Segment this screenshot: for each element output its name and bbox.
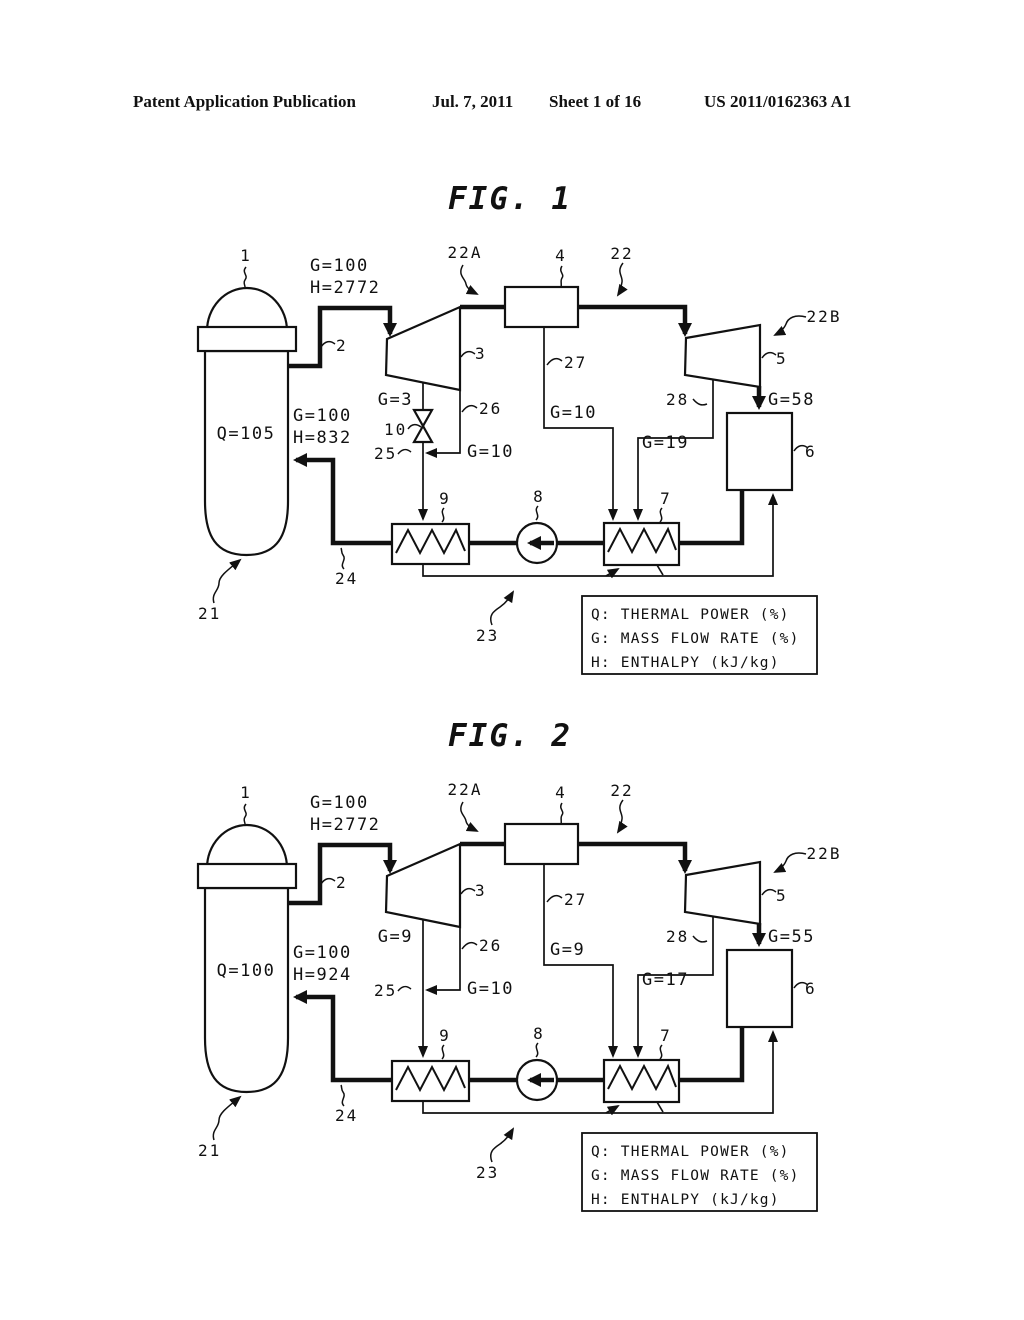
- control-valve-icon-lower: [412, 423, 434, 444]
- ref-5: 5: [776, 886, 788, 905]
- figure-1-diagram: 10 FIG. 1 1 G=100 H=2772 22A 4 22 2 3 22…: [130, 181, 842, 685]
- ref-3: 3: [475, 881, 487, 900]
- feed-enthalpy-label: H=924: [293, 965, 352, 985]
- ref-2: 2: [336, 873, 348, 892]
- ref-1: 1: [240, 783, 252, 802]
- ref-22a: 22A: [448, 780, 483, 799]
- ref-2: 2: [336, 336, 348, 355]
- steam-flow-label: G=100: [310, 793, 369, 813]
- ref-8: 8: [533, 487, 545, 506]
- ref-5: 5: [776, 349, 788, 368]
- ref-22b: 22B: [807, 307, 842, 326]
- ref-4: 4: [555, 783, 567, 802]
- condenser-flow-label: G=55: [768, 927, 815, 947]
- ref-7: 7: [660, 1026, 672, 1045]
- legend-thermal-power: Q: THERMAL POWER (%): [591, 607, 790, 623]
- lp-drain-flow-label: G=19: [642, 433, 689, 453]
- ref-10: 10: [384, 420, 407, 439]
- ref-21: 21: [198, 604, 221, 623]
- ref-28: 28: [666, 390, 689, 409]
- ref-22: 22: [610, 781, 633, 800]
- ref-25: 25: [374, 981, 397, 1000]
- ref-27: 27: [564, 353, 587, 372]
- leader-10: [407, 423, 422, 430]
- ref-26: 26: [479, 936, 502, 955]
- ref-22a: 22A: [448, 243, 483, 262]
- ref-22b: 22B: [807, 844, 842, 863]
- ref-24: 24: [335, 1106, 358, 1125]
- ref-4: 4: [555, 246, 567, 265]
- ref-9: 9: [439, 489, 451, 508]
- figure-2-diagram: FIG. 2 1 G=100 H=2772 22A 4 22 2 3 22B 5…: [130, 718, 842, 1222]
- turbine-drain-flow-label: G=9: [378, 927, 413, 947]
- ref-6: 6: [805, 979, 817, 998]
- figure-title: FIG. 2: [448, 718, 572, 754]
- ref-24: 24: [335, 569, 358, 588]
- ref-3: 3: [475, 344, 487, 363]
- heater-line-flow-label: G=9: [550, 940, 585, 960]
- ref-23: 23: [476, 626, 499, 645]
- ref-9: 9: [439, 1026, 451, 1045]
- reactor-power-label: Q=100: [217, 961, 276, 981]
- steam-enthalpy-label: H=2772: [310, 815, 380, 835]
- patent-number: US 2011/0162363 A1: [704, 92, 852, 111]
- heater-line-flow-label: G=10: [550, 403, 597, 423]
- ref-6: 6: [805, 442, 817, 461]
- feed-enthalpy-label: H=832: [293, 428, 352, 448]
- ref-25: 25: [374, 444, 397, 463]
- condenser-flow-label: G=58: [768, 390, 815, 410]
- publication-date: Jul. 7, 2011: [432, 92, 514, 111]
- ref-1: 1: [240, 246, 252, 265]
- page-header: Patent Application Publication Jul. 7, 2…: [0, 92, 1024, 116]
- ref-8: 8: [533, 1024, 545, 1043]
- ref-27: 27: [564, 890, 587, 909]
- lp-drain-flow-label: G=17: [642, 970, 689, 990]
- legend-enthalpy: H: ENTHALPY (kJ/kg): [591, 655, 780, 671]
- steam-flow-label: G=100: [310, 256, 369, 276]
- junction-flow-label: G=10: [467, 442, 514, 462]
- control-valve-icon: [412, 408, 434, 429]
- sheet-number: Sheet 1 of 16: [549, 92, 642, 111]
- ref-23: 23: [476, 1163, 499, 1182]
- ref-22: 22: [610, 244, 633, 263]
- reactor-power-label: Q=105: [217, 424, 276, 444]
- steam-enthalpy-label: H=2772: [310, 278, 380, 298]
- ref-21: 21: [198, 1141, 221, 1160]
- feed-flow-label: G=100: [293, 406, 352, 426]
- feed-flow-label: G=100: [293, 943, 352, 963]
- legend-enthalpy: H: ENTHALPY (kJ/kg): [591, 1192, 780, 1208]
- ref-26: 26: [479, 399, 502, 418]
- legend-mass-flow: G: MASS FLOW RATE (%): [591, 631, 800, 647]
- legend-mass-flow: G: MASS FLOW RATE (%): [591, 1168, 800, 1184]
- ref-28: 28: [666, 927, 689, 946]
- figure-title: FIG. 1: [448, 181, 572, 217]
- junction-flow-label: G=10: [467, 979, 514, 999]
- turbine-drain-flow-label: G=3: [378, 390, 413, 410]
- publication-type: Patent Application Publication: [133, 92, 356, 111]
- legend-thermal-power: Q: THERMAL POWER (%): [591, 1144, 790, 1160]
- ref-7: 7: [660, 489, 672, 508]
